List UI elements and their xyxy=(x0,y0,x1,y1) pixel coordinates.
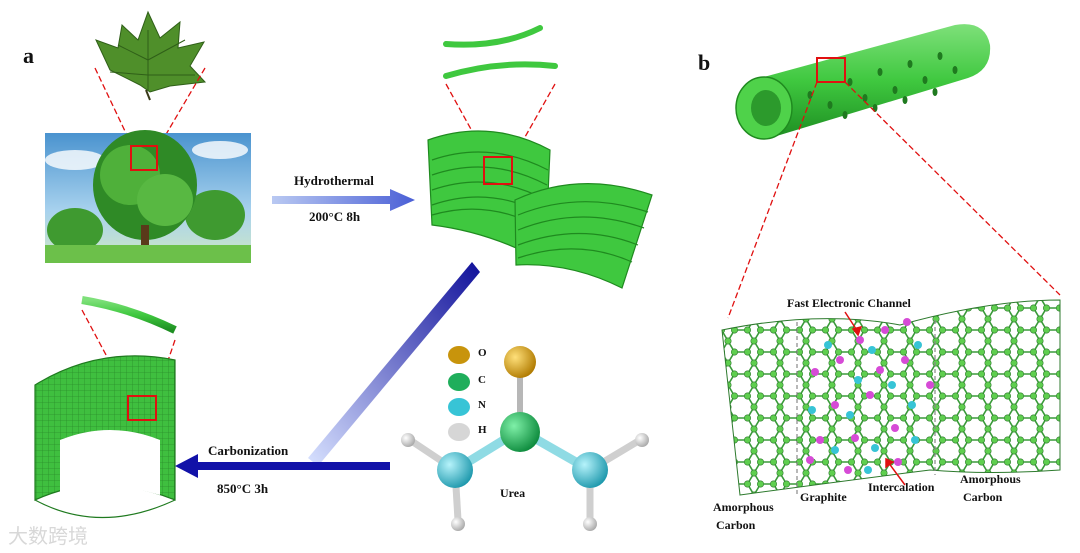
watermark: 大数跨境 xyxy=(8,524,88,548)
panel-a-label: a xyxy=(23,43,34,68)
legend-label-c: C xyxy=(478,374,486,386)
carbon-lattice xyxy=(721,299,1061,496)
zoom-lines-tube xyxy=(727,81,1061,319)
zoom-box-cylinder xyxy=(127,395,157,421)
porous-strand xyxy=(81,296,177,334)
legend-label-o: O xyxy=(478,347,487,359)
hydrothermal-label: Hydrothermal xyxy=(294,173,374,188)
panel-b-label: b xyxy=(698,50,711,75)
amorphous-right-line2: Carbon xyxy=(963,490,1003,504)
amorphous-left-line1: Amorphous xyxy=(713,500,774,514)
diagonal-arrow xyxy=(308,262,480,466)
fiber-strands xyxy=(443,25,558,79)
carbonization-condition: 850°C 3h xyxy=(217,481,269,496)
carbonization-label: Carbonization xyxy=(208,443,289,458)
amorphous-right-line1: Amorphous xyxy=(960,472,1021,486)
intercalation-label: Intercalation xyxy=(868,480,935,494)
zoom-box-sheets xyxy=(483,156,513,185)
hydrothermal-arrow xyxy=(272,189,415,211)
carbonization-arrow xyxy=(175,454,390,478)
urea-label: Urea xyxy=(500,486,526,500)
leaf-illustration xyxy=(95,10,207,101)
phase-boundaries xyxy=(796,320,936,497)
amorphous-left-line2: Carbon xyxy=(716,518,756,532)
fast-channel-label: Fast Electronic Channel xyxy=(787,296,911,310)
legend-swatch-c xyxy=(448,373,470,391)
porous-carbon-tube xyxy=(735,24,991,140)
legend-label-n: N xyxy=(478,399,486,411)
carbon-cylinder xyxy=(34,355,176,518)
zoom-box-tree xyxy=(130,145,158,171)
urea-molecule xyxy=(401,346,649,531)
hydrothermal-condition: 200°C 8h xyxy=(309,209,361,224)
legend-label-h: H xyxy=(478,424,487,436)
layered-carbon-sheets xyxy=(427,130,653,289)
legend-swatch-n xyxy=(448,398,470,416)
dopant-atoms xyxy=(806,318,934,474)
legend-swatch-h xyxy=(448,423,470,441)
atom-legend xyxy=(448,346,470,441)
tree-photo xyxy=(45,130,251,263)
legend-swatch-o xyxy=(448,346,470,364)
graphite-label: Graphite xyxy=(800,490,847,504)
label-pointers xyxy=(844,311,906,486)
zoom-box-tube xyxy=(816,57,846,83)
